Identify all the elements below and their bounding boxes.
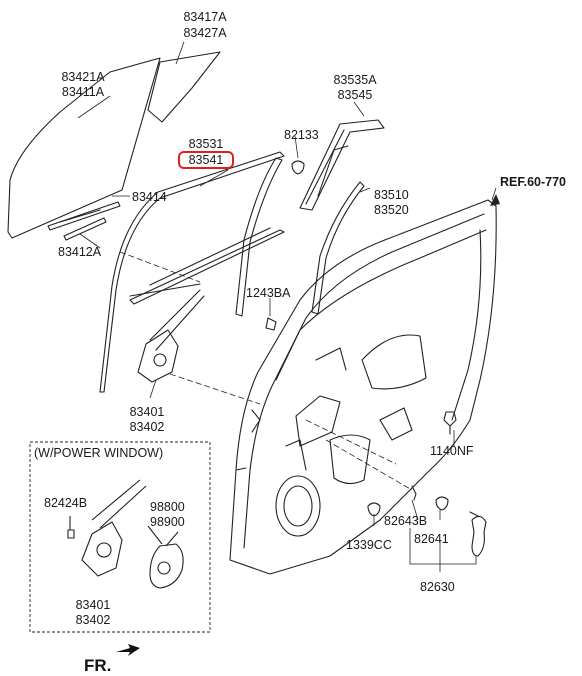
window-regulator <box>137 329 179 383</box>
glass-run-strip <box>47 201 121 231</box>
label-1140nf: 1140NF <box>430 444 474 458</box>
power-window-regulator <box>81 521 123 577</box>
rear-door-frame <box>299 119 385 211</box>
door-belt-weatherstrip <box>99 151 285 393</box>
label-83414: 83414 <box>132 190 167 204</box>
clip-82643b <box>411 485 417 501</box>
label-83402-option: 83402 <box>75 613 111 627</box>
door-glass <box>7 57 161 239</box>
power-window-motor <box>149 543 184 589</box>
label-98800: 98800 <box>150 500 185 514</box>
label-83401-main: 83401 <box>129 405 165 419</box>
label-82630: 82630 <box>420 580 455 594</box>
label-83535a: 83535A <box>333 73 377 87</box>
option-box-title: (W/POWER WINDOW) <box>34 446 164 460</box>
label-83402-main: 83402 <box>129 420 165 434</box>
label-83545: 83545 <box>337 88 373 102</box>
label-83541-highlighted[interactable]: 83541 <box>178 151 234 169</box>
screw-1140nf <box>443 411 457 427</box>
label-82643b: 82643B <box>384 514 428 528</box>
front-direction-arrow <box>116 644 140 656</box>
quarter-glass <box>147 51 221 123</box>
label-83520: 83520 <box>374 203 409 217</box>
front-direction-label: FR. <box>84 656 112 675</box>
label-82641: 82641 <box>414 532 449 546</box>
delta-molding <box>235 157 283 317</box>
handle-seal <box>435 496 449 511</box>
label-83401-option: 83401 <box>75 598 111 612</box>
label-82424b: 82424B <box>44 496 88 510</box>
label-83412a: 83412A <box>58 245 102 259</box>
bolt-1339cc <box>367 502 381 517</box>
label-83510: 83510 <box>374 188 409 202</box>
label-1339cc: 1339CC <box>346 538 392 552</box>
label-82133: 82133 <box>284 128 319 142</box>
label-98900: 98900 <box>150 515 185 529</box>
bolt-1243ba <box>265 317 277 331</box>
handle-bracket <box>409 528 477 565</box>
label-83421a: 83421A <box>61 70 105 84</box>
rear-channel <box>311 181 365 315</box>
bolt-82133 <box>291 160 305 175</box>
glass-bottom-strip <box>63 217 107 241</box>
door-panel <box>229 199 497 575</box>
label-83427a: 83427A <box>183 26 227 40</box>
label-ref-60-770[interactable]: REF.60-770 <box>500 175 567 189</box>
label-83411a: 83411A <box>61 85 105 99</box>
label-83417a: 83417A <box>183 10 227 24</box>
label-1243ba: 1243BA <box>246 286 291 300</box>
label-83531: 83531 <box>188 137 224 151</box>
option-box-border <box>29 441 211 633</box>
window-crank-handle <box>471 515 487 557</box>
